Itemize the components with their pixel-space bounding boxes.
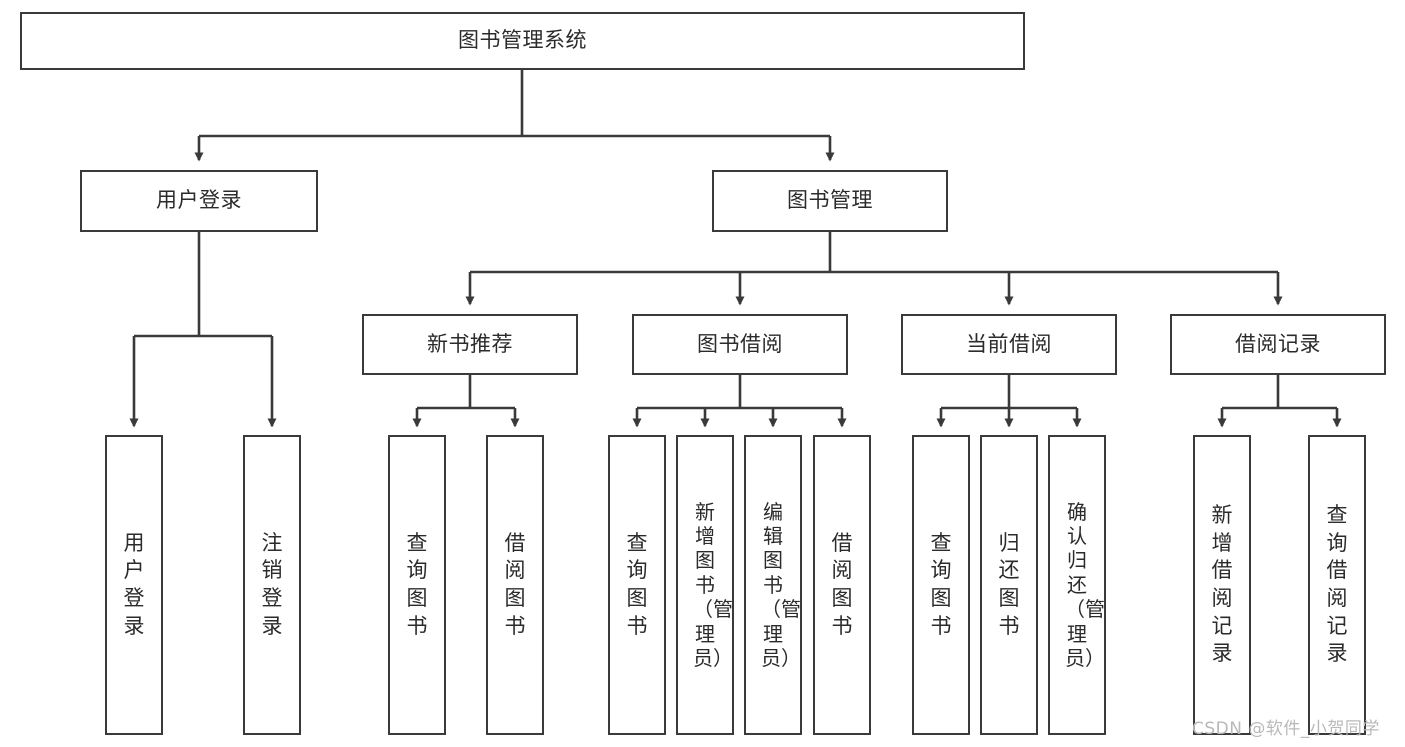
node-label: 新增借阅记录	[1211, 502, 1233, 666]
node-book-management[interactable]: 图书管理	[712, 170, 948, 232]
leaf-query-book-newbook[interactable]: 查询图书	[388, 435, 446, 735]
leaf-query-book-borrow[interactable]: 查询图书	[608, 435, 666, 735]
node-current-borrow[interactable]: 当前借阅	[901, 314, 1117, 375]
node-label: 新增图书（管理员）	[693, 499, 733, 670]
node-root-system[interactable]: 图书管理系统	[20, 12, 1025, 70]
leaf-query-borrow-record[interactable]: 查询借阅记录	[1308, 435, 1366, 735]
node-label: 借阅图书	[831, 530, 853, 638]
node-label: 图书管理系统	[458, 28, 587, 53]
node-label: 编辑图书（管理员）	[761, 499, 801, 670]
node-label: 查询图书	[626, 530, 648, 638]
node-label: 借阅记录	[1235, 331, 1321, 356]
node-label: 当前借阅	[966, 331, 1052, 356]
node-label: 查询图书	[406, 530, 428, 638]
leaf-edit-book[interactable]: 编辑图书（管理员）	[744, 435, 802, 735]
leaf-confirm-return[interactable]: 确认归还（管理员）	[1048, 435, 1106, 735]
node-user-login[interactable]: 用户登录	[80, 170, 318, 232]
node-label: 用户登录	[123, 530, 145, 638]
leaf-add-borrow-record[interactable]: 新增借阅记录	[1193, 435, 1251, 735]
leaf-return-book[interactable]: 归还图书	[980, 435, 1038, 735]
node-label: 查询借阅记录	[1326, 502, 1348, 666]
leaf-borrow-book-newbook[interactable]: 借阅图书	[486, 435, 544, 735]
leaf-user-login[interactable]: 用户登录	[105, 435, 163, 735]
node-label: 图书管理	[787, 188, 873, 213]
node-label: 归还图书	[998, 530, 1020, 638]
csdn-watermark: CSDN @软件_小贺同学	[1192, 719, 1380, 739]
leaf-borrow-book-borrow[interactable]: 借阅图书	[813, 435, 871, 735]
leaf-add-book[interactable]: 新增图书（管理员）	[676, 435, 734, 735]
node-label: 图书借阅	[697, 331, 783, 356]
node-label: 注销登录	[261, 530, 283, 638]
node-new-book-recommend[interactable]: 新书推荐	[362, 314, 578, 375]
node-label: 确认归还（管理员）	[1065, 499, 1105, 670]
node-label: 查询图书	[930, 530, 952, 638]
node-label: 用户登录	[156, 188, 242, 213]
node-label: 借阅图书	[504, 530, 526, 638]
node-borrow-records[interactable]: 借阅记录	[1170, 314, 1386, 375]
leaf-user-logout[interactable]: 注销登录	[243, 435, 301, 735]
node-label: 新书推荐	[427, 331, 513, 356]
node-book-borrow[interactable]: 图书借阅	[632, 314, 848, 375]
leaf-query-book-current[interactable]: 查询图书	[912, 435, 970, 735]
